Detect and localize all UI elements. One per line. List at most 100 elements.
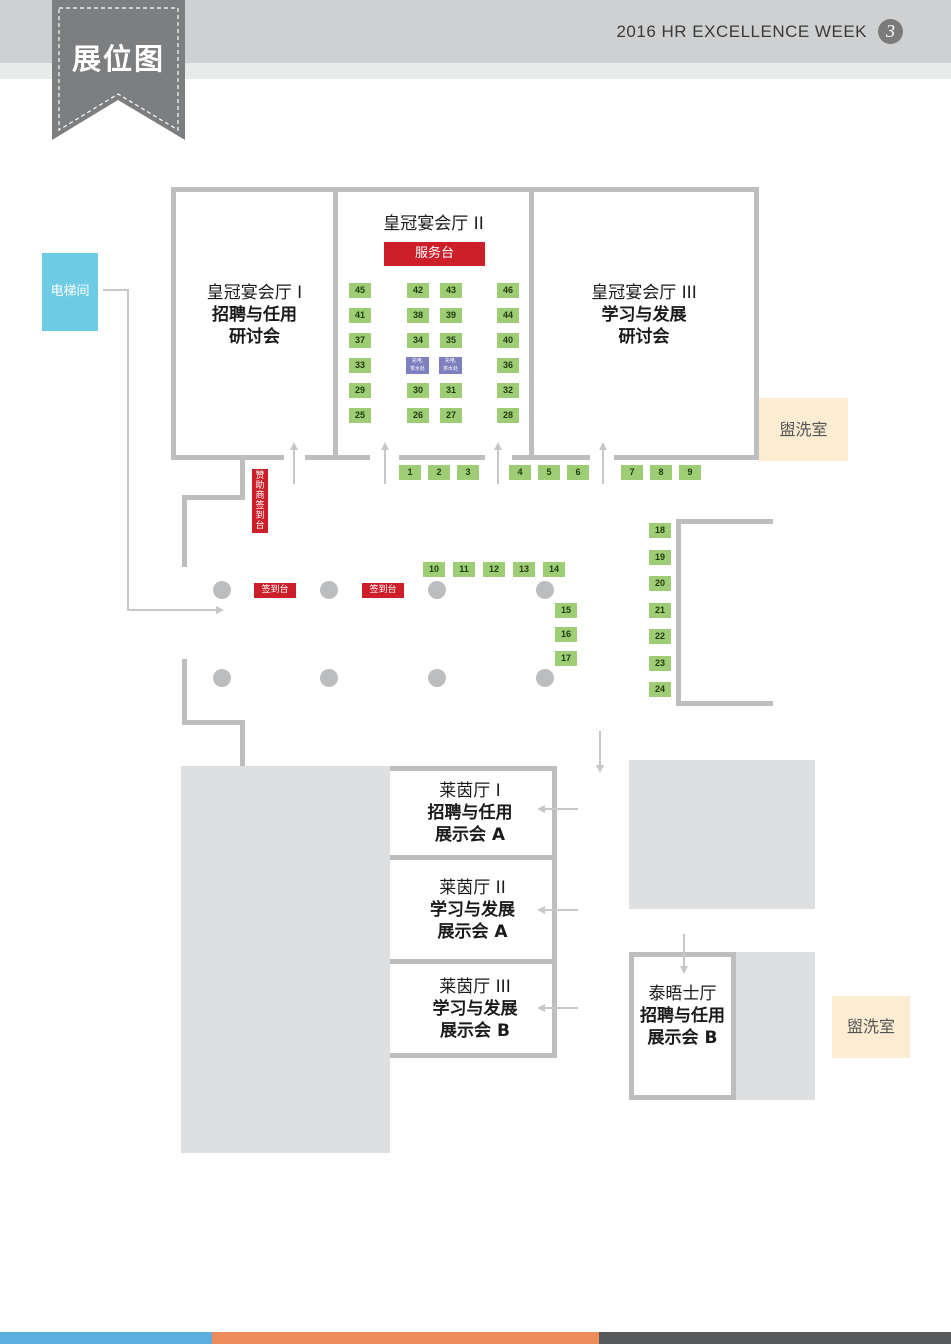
- wall: [333, 187, 338, 459]
- rhine-1-event: 招聘与任用: [427, 803, 513, 823]
- rhine-2-label: 莱茵厅 II 学习与发展 展示会 A: [395, 877, 550, 943]
- rhine-3-name: 莱茵厅 III: [439, 977, 511, 997]
- booth-10: 10: [423, 562, 445, 577]
- booth-42: 42: [407, 283, 429, 298]
- booth-16: 16: [555, 627, 577, 642]
- service-area: [629, 760, 815, 909]
- service-area: [736, 952, 815, 1100]
- wall: [754, 187, 759, 459]
- wall: [390, 959, 557, 964]
- wall: [182, 495, 245, 500]
- pillar: [320, 669, 338, 687]
- wall: [182, 720, 245, 725]
- wall: [182, 659, 187, 725]
- booth-26: 26: [407, 408, 429, 423]
- booth-43: 43: [440, 283, 462, 298]
- booth-8: 8: [650, 465, 672, 480]
- booth-11: 11: [453, 562, 475, 577]
- pillar: [428, 581, 446, 599]
- checkin-desk: 签到台: [362, 583, 404, 598]
- booth-23: 23: [649, 656, 671, 671]
- hall-3-name: 皇冠宴会厅 III: [591, 283, 697, 303]
- pillar: [320, 581, 338, 599]
- rhine-1-event-type: 展示会 A: [434, 825, 506, 845]
- elevator-area: 电梯间: [42, 253, 98, 331]
- booth-15: 15: [555, 603, 577, 618]
- booth-30: 30: [407, 383, 429, 398]
- wall: [240, 720, 245, 766]
- booth-46: 46: [497, 283, 519, 298]
- wall: [676, 519, 773, 524]
- booth-31: 31: [440, 383, 462, 398]
- booth-4: 4: [509, 465, 531, 480]
- wall: [390, 1053, 557, 1058]
- booth-5: 5: [538, 465, 560, 480]
- booth-28: 28: [497, 408, 519, 423]
- charging-point: 充电, 茶水处: [439, 357, 462, 374]
- rhine-2-name: 莱茵厅 II: [439, 878, 506, 898]
- footer-bar-blue: [0, 1332, 212, 1344]
- pillar: [213, 581, 231, 599]
- wall: [390, 855, 557, 860]
- wall: [512, 455, 590, 460]
- page-number: 3: [878, 19, 903, 44]
- hall-1-name: 皇冠宴会厅 I: [206, 283, 303, 303]
- wall: [390, 766, 557, 771]
- hall-2-name: 皇冠宴会厅 II: [383, 214, 484, 234]
- wall: [305, 455, 370, 460]
- booth-17: 17: [555, 651, 577, 666]
- header-title: 2016 HR EXCELLENCE WEEK: [616, 22, 867, 41]
- booth-35: 35: [440, 333, 462, 348]
- footer-bar-gray: [599, 1332, 951, 1344]
- booth-18: 18: [649, 523, 671, 538]
- rhine-1-name: 莱茵厅 I: [439, 781, 501, 801]
- booth-41: 41: [349, 308, 371, 323]
- rhine-2-event: 学习与发展: [430, 900, 515, 920]
- booth-6: 6: [567, 465, 589, 480]
- wall: [171, 455, 284, 460]
- booth-40: 40: [497, 333, 519, 348]
- hall-1-label: 皇冠宴会厅 I 招聘与任用 研讨会: [176, 282, 333, 348]
- rhine-3-event-type: 展示会 B: [440, 1021, 510, 1041]
- ribbon-title: 展位图: [71, 42, 165, 76]
- booth-22: 22: [649, 629, 671, 644]
- wall: [731, 952, 736, 1100]
- wall: [399, 455, 485, 460]
- booth-14: 14: [543, 562, 565, 577]
- charging-point-line1: 充电,: [444, 358, 457, 364]
- booth-7: 7: [621, 465, 643, 480]
- service-area: [181, 766, 390, 1153]
- header-sub-band: [0, 63, 951, 79]
- wall: [552, 766, 557, 1058]
- charging-point-line2: 茶水处: [409, 366, 425, 372]
- wall: [171, 187, 176, 459]
- rhine-2-event-type: 展示会 A: [437, 922, 508, 942]
- booth-36: 36: [497, 358, 519, 373]
- wall: [240, 455, 245, 500]
- booth-1: 1: [399, 465, 421, 480]
- checkin-desk: 签到台: [254, 583, 296, 598]
- booth-9: 9: [679, 465, 701, 480]
- wall: [614, 455, 759, 460]
- restroom-lower: 盥洗室: [832, 996, 910, 1058]
- booth-44: 44: [497, 308, 519, 323]
- booth-25: 25: [349, 408, 371, 423]
- pillar: [536, 581, 554, 599]
- booth-13: 13: [513, 562, 535, 577]
- rhine-3-event: 学习与发展: [432, 999, 518, 1019]
- service-desk: 服务台: [384, 242, 485, 266]
- thames-name: 泰晤士厅: [648, 984, 717, 1004]
- booth-27: 27: [440, 408, 462, 423]
- hall-1-event: 招聘与任用: [212, 305, 297, 325]
- booth-3: 3: [457, 465, 479, 480]
- booth-29: 29: [349, 383, 371, 398]
- rhine-3-label: 莱茵厅 III 学习与发展 展示会 B: [395, 976, 555, 1042]
- hall-2-label: 皇冠宴会厅 II: [338, 213, 529, 235]
- charging-point-line1: 充电,: [411, 358, 424, 364]
- booth-24: 24: [649, 682, 671, 697]
- booth-33: 33: [349, 358, 371, 373]
- wall: [629, 952, 736, 957]
- restroom-upper: 盥洗室: [759, 398, 848, 461]
- rhine-1-label: 莱茵厅 I 招聘与任用 展示会 A: [395, 780, 545, 846]
